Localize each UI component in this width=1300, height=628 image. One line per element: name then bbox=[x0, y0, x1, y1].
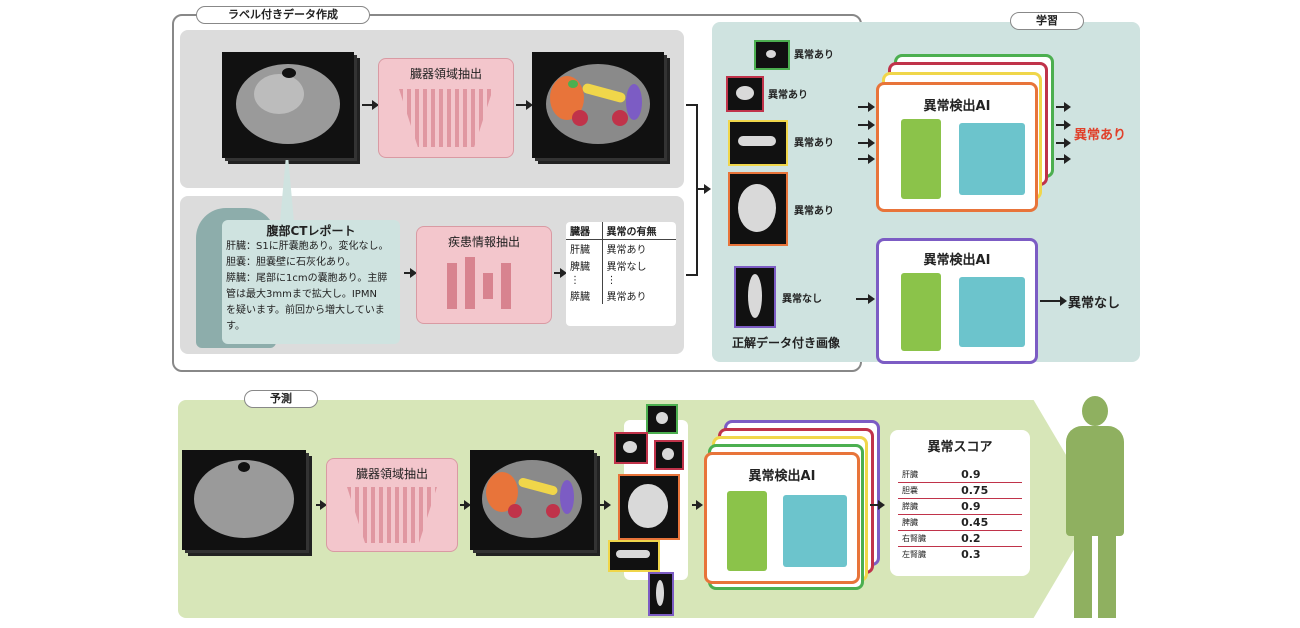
report-line: を疑います。前回から増大していま bbox=[226, 305, 385, 316]
ct-scan-segmented bbox=[532, 52, 664, 158]
organ-extraction-title: 臓器領域抽出 bbox=[409, 67, 482, 81]
report-line: 管は最大3mmまで拡大し。IPMN bbox=[226, 289, 377, 300]
thumb-orange bbox=[618, 474, 680, 540]
arrow bbox=[858, 154, 875, 164]
arrow bbox=[316, 500, 327, 510]
arrow bbox=[600, 500, 611, 510]
table-header: 臓器 bbox=[566, 222, 603, 240]
organ-abnormality-table: 臓器 異常の有無 肝臓異常あり 脾臓異常なし ⋮⋮ 膵臓異常あり bbox=[566, 222, 676, 326]
thumb-orange bbox=[728, 172, 788, 246]
ai-title: 異常検出AI bbox=[748, 469, 816, 484]
arrow bbox=[516, 100, 533, 110]
arrow bbox=[554, 268, 567, 278]
prediction-tag: 予測 bbox=[244, 390, 318, 408]
arrow bbox=[1040, 296, 1067, 306]
bracket-connector bbox=[686, 104, 698, 276]
ai-model-predict: 異常検出AI bbox=[704, 452, 860, 584]
thumb-label: 異常あり bbox=[794, 138, 834, 149]
disease-extraction-box: 疾患情報抽出 bbox=[416, 226, 552, 324]
ai-title: 異常検出AI bbox=[923, 99, 991, 114]
thumb-green bbox=[646, 404, 678, 434]
arrow bbox=[858, 120, 875, 130]
arrow bbox=[1056, 120, 1071, 130]
thumb-red bbox=[654, 440, 684, 470]
arrow bbox=[858, 102, 875, 112]
learning-tag: 学習 bbox=[1010, 12, 1084, 30]
arrow bbox=[856, 294, 875, 304]
arrow bbox=[460, 500, 471, 510]
report-line: 肝臓：S1に肝嚢胞あり。変化なし。 bbox=[226, 241, 389, 252]
arrow bbox=[1056, 102, 1071, 112]
thumb-red bbox=[614, 432, 648, 464]
arrow bbox=[1056, 138, 1071, 148]
ai-title: 異常検出AI bbox=[923, 253, 991, 268]
table-row: 脾臓異常なし bbox=[566, 257, 676, 274]
arrow bbox=[692, 500, 703, 510]
thumb-label: 異常あり bbox=[794, 50, 834, 61]
report-line: 胆嚢：胆嚢壁に石灰化あり。 bbox=[226, 257, 356, 268]
label-creation-tag: ラベル付きデータ作成 bbox=[196, 6, 370, 24]
report-line: す。 bbox=[226, 321, 245, 332]
thumb-label: 異常なし bbox=[782, 294, 822, 305]
thumb-label: 異常あり bbox=[768, 90, 808, 101]
thumb-purple bbox=[648, 572, 674, 616]
arrow bbox=[858, 138, 875, 148]
thumb-red bbox=[726, 76, 764, 112]
thumb-green bbox=[754, 40, 790, 70]
organ-extraction-box: 臓器領域抽出 bbox=[378, 58, 514, 158]
report-line: 膵臓：尾部に1cmの嚢胞あり。主膵 bbox=[226, 273, 388, 284]
thumb-label: 異常あり bbox=[794, 206, 834, 217]
score-title: 異常スコア bbox=[927, 440, 993, 455]
table-row: ⋮⋮ bbox=[566, 274, 676, 287]
arrow bbox=[404, 268, 417, 278]
organ-extraction-title: 臓器領域抽出 bbox=[355, 467, 428, 481]
thumb-yellow bbox=[728, 120, 788, 166]
person-silhouette bbox=[1060, 396, 1132, 620]
result-abnormal: 異常あり bbox=[1074, 128, 1127, 143]
organ-extraction-box: 臓器領域抽出 bbox=[326, 458, 458, 552]
arrow bbox=[696, 184, 711, 194]
ct-scan-original bbox=[222, 52, 354, 158]
report-title: 腹部CTレポート bbox=[266, 224, 356, 238]
thumb-purple bbox=[734, 266, 776, 328]
table-row: 肝臓異常あり bbox=[566, 239, 676, 257]
table-row: 膵臓異常あり bbox=[566, 287, 676, 304]
labeled-images-caption: 正解データ付き画像 bbox=[732, 336, 841, 350]
thumb-yellow bbox=[608, 540, 660, 572]
arrow bbox=[362, 100, 379, 110]
table-header: 異常の有無 bbox=[606, 227, 657, 238]
disease-extraction-title: 疾患情報抽出 bbox=[447, 235, 520, 249]
result-normal: 異常なし bbox=[1068, 296, 1121, 311]
ct-scan-input bbox=[182, 450, 306, 550]
arrow bbox=[870, 500, 885, 510]
ai-model-abnormal: 異常検出AI bbox=[876, 82, 1038, 212]
arrow bbox=[1056, 154, 1071, 164]
ct-scan-segmented bbox=[470, 450, 594, 550]
ai-model-normal: 異常検出AI bbox=[876, 238, 1038, 364]
ct-report: 腹部CTレポート 肝臓：S1に肝嚢胞あり。変化なし。 胆嚢：胆嚢壁に石灰化あり。… bbox=[222, 220, 400, 344]
